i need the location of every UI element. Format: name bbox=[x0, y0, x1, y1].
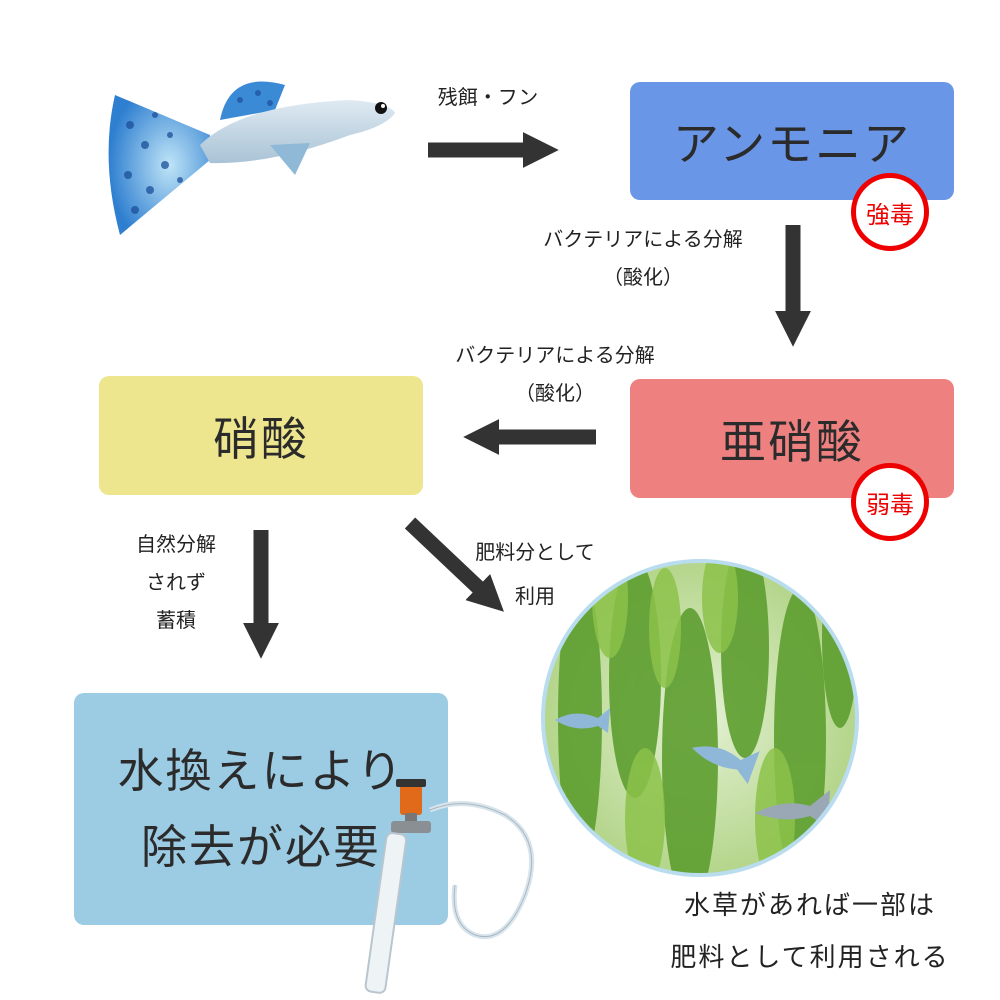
badge-weak-toxic: 弱毒 bbox=[851, 463, 929, 541]
node-nitrate: 硝酸 bbox=[99, 376, 423, 495]
edge-label-ammonia-to-nitrite: バクテリアによる分解 （酸化） bbox=[508, 220, 778, 296]
node-water-change-line2: 除去が必要 bbox=[141, 820, 381, 874]
edge-label-nitrate-to-water-line2: されず bbox=[146, 570, 206, 594]
guppy-icon bbox=[108, 81, 395, 235]
node-water-change-line1: 水換えにより bbox=[117, 744, 405, 798]
edge-label-nitrate-to-water-line1: 自然分解 bbox=[136, 532, 216, 556]
edge-label-nitrite-to-nitrate-line1: バクテリアによる分解 bbox=[455, 343, 655, 367]
plants-caption: 水草があれば一部は 肥料として利用される bbox=[640, 880, 980, 984]
edge-label-ammonia-to-nitrite-line2: （酸化） bbox=[603, 265, 683, 289]
node-ammonia-label: アンモニア bbox=[672, 117, 912, 171]
node-nitrate-label: 硝酸 bbox=[213, 411, 309, 466]
gravel-cleaner-icon bbox=[364, 779, 535, 994]
arrow-nitrate-to-plants bbox=[404, 517, 504, 612]
edge-label-nitrate-to-plants: 肥料分として 利用 bbox=[460, 530, 610, 618]
edge-label-nitrate-to-plants-line2: 利用 bbox=[515, 584, 555, 608]
node-water-change: 水換えにより 除去が必要 bbox=[74, 693, 448, 925]
aquatic-plants-icon bbox=[541, 559, 859, 877]
edge-label-nitrate-to-water: 自然分解 されず 蓄積 bbox=[126, 525, 226, 639]
edge-label-nitrate-to-plants-line1: 肥料分として bbox=[475, 540, 595, 564]
edge-label-nitrite-to-nitrate-line2: （酸化） bbox=[515, 381, 595, 405]
plants-caption-line1: 水草があれば一部は bbox=[683, 891, 936, 921]
edge-label-nitrite-to-nitrate: バクテリアによる分解 （酸化） bbox=[420, 336, 690, 412]
edge-label-ammonia-to-nitrite-line1: バクテリアによる分解 bbox=[543, 227, 743, 251]
badge-strong-toxic: 強毒 bbox=[851, 173, 929, 251]
plants-caption-line2: 肥料として利用される bbox=[670, 943, 950, 973]
node-nitrite-label: 亜硝酸 bbox=[720, 414, 864, 469]
node-nitrite: 亜硝酸 bbox=[630, 379, 954, 498]
edge-label-nitrate-to-water-line3: 蓄積 bbox=[156, 608, 196, 632]
edge-label-fish-to-ammonia: 残餌・フン bbox=[437, 85, 539, 109]
